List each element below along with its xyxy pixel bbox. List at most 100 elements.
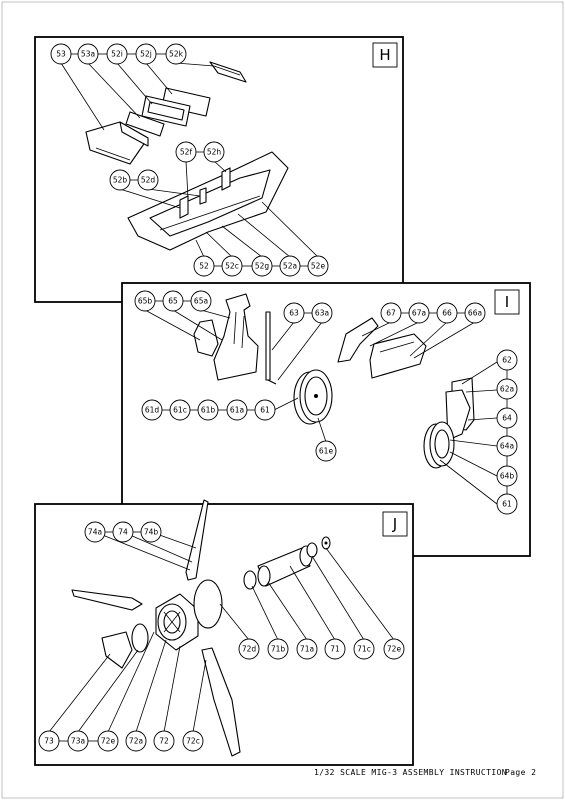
callout-61a: 61a bbox=[226, 399, 248, 421]
panel-j-leaders bbox=[48, 531, 395, 733]
callout-64a: 64a bbox=[496, 435, 518, 457]
callout-72c: 72c bbox=[182, 730, 204, 752]
callout-65: 65 bbox=[162, 290, 184, 312]
callout-53a: 53a bbox=[77, 43, 99, 65]
svg-text:53a: 53a bbox=[81, 50, 95, 59]
svg-text:63a: 63a bbox=[315, 309, 329, 318]
svg-text:52k: 52k bbox=[169, 50, 184, 59]
panel-h-letter: H bbox=[379, 46, 390, 64]
panel-h-callouts: 53 53a 52i 52j 52k 52f 52h 52b 52d 52 52… bbox=[50, 43, 329, 277]
callout-52j: 52j bbox=[135, 43, 157, 65]
footer-page: Page 2 bbox=[505, 768, 536, 777]
callout-74: 74 bbox=[112, 521, 134, 543]
callout-52k: 52k bbox=[165, 43, 187, 65]
callout-64: 64 bbox=[496, 407, 518, 429]
callout-52a: 52a bbox=[279, 255, 301, 277]
svg-text:61c: 61c bbox=[173, 406, 187, 415]
svg-text:61: 61 bbox=[502, 500, 512, 509]
svg-text:52f: 52f bbox=[180, 148, 193, 157]
svg-text:62: 62 bbox=[502, 356, 512, 365]
svg-text:52e: 52e bbox=[311, 262, 326, 271]
callout-73a: 73a bbox=[67, 730, 89, 752]
callout-72a: 72a bbox=[125, 730, 147, 752]
svg-text:52g: 52g bbox=[255, 262, 270, 271]
svg-text:74a: 74a bbox=[88, 528, 102, 537]
svg-text:66: 66 bbox=[442, 309, 452, 318]
svg-text:64a: 64a bbox=[500, 442, 514, 451]
callout-53: 53 bbox=[50, 43, 72, 65]
svg-text:61e: 61e bbox=[319, 447, 334, 456]
svg-text:52i: 52i bbox=[111, 50, 123, 59]
svg-text:72e: 72e bbox=[387, 645, 402, 654]
svg-text:72d: 72d bbox=[242, 645, 257, 654]
callout-63: 63 bbox=[283, 302, 305, 324]
svg-text:63: 63 bbox=[289, 309, 299, 318]
callout-72d: 72d bbox=[238, 638, 260, 660]
callout-72e-right: 72e bbox=[383, 638, 405, 660]
svg-text:64b: 64b bbox=[500, 472, 515, 481]
panel-i-leaders bbox=[144, 309, 498, 505]
svg-text:71b: 71b bbox=[271, 645, 286, 654]
svg-text:74b: 74b bbox=[144, 528, 159, 537]
svg-text:52j: 52j bbox=[140, 50, 152, 59]
svg-text:71a: 71a bbox=[300, 645, 314, 654]
callout-72e: 72e bbox=[97, 730, 119, 752]
svg-text:53: 53 bbox=[56, 50, 66, 59]
panel-j-letter-box bbox=[382, 511, 408, 537]
panel-h-leaders bbox=[60, 62, 319, 258]
callout-65a: 65a bbox=[190, 290, 212, 312]
svg-text:66a: 66a bbox=[468, 309, 482, 318]
callout-52g: 52g bbox=[251, 255, 273, 277]
svg-text:61a: 61a bbox=[230, 406, 244, 415]
svg-text:65b: 65b bbox=[138, 297, 153, 306]
panel-h-parts bbox=[85, 61, 289, 251]
callout-67a: 67a bbox=[408, 302, 430, 324]
svg-text:52d: 52d bbox=[141, 176, 156, 185]
svg-text:52c: 52c bbox=[225, 262, 239, 271]
svg-text:72a: 72a bbox=[129, 737, 143, 746]
wheel-hub-dot bbox=[314, 394, 318, 398]
panel-h-frame bbox=[34, 36, 404, 303]
svg-text:74: 74 bbox=[118, 528, 128, 537]
svg-text:67: 67 bbox=[386, 309, 396, 318]
svg-text:71: 71 bbox=[330, 645, 340, 654]
callout-74a: 74a bbox=[84, 521, 106, 543]
callout-61-right: 61 bbox=[496, 493, 518, 515]
callout-64b: 64b bbox=[496, 465, 518, 487]
callout-61: 61 bbox=[254, 399, 276, 421]
panel-j: J bbox=[34, 499, 414, 766]
callout-66: 66 bbox=[436, 302, 458, 324]
callout-73: 73 bbox=[38, 730, 60, 752]
callout-72: 72 bbox=[153, 730, 175, 752]
callout-52h: 52h bbox=[203, 141, 225, 163]
callout-61e: 61e bbox=[315, 440, 337, 462]
svg-text:73: 73 bbox=[44, 737, 54, 746]
callout-74b: 74b bbox=[140, 521, 162, 543]
svg-text:61: 61 bbox=[260, 406, 270, 415]
panel-j-letter: J bbox=[392, 515, 397, 533]
callout-62: 62 bbox=[496, 349, 518, 371]
svg-text:65a: 65a bbox=[194, 297, 208, 306]
panel-h: H bbox=[34, 36, 404, 303]
callout-62a: 62a bbox=[496, 378, 518, 400]
svg-text:67a: 67a bbox=[412, 309, 426, 318]
footer-title: 1/32 SCALE MIG-3 ASSEMBLY INSTRUCTION bbox=[314, 768, 507, 777]
panel-i-letter-box bbox=[494, 289, 520, 315]
panel-h-letter-box bbox=[372, 42, 398, 68]
callout-52b: 52b bbox=[109, 169, 131, 191]
callout-63a: 63a bbox=[311, 302, 333, 324]
callout-52f: 52f bbox=[175, 141, 197, 163]
panel-i-letter: I bbox=[505, 293, 509, 311]
callout-67: 67 bbox=[380, 302, 402, 324]
svg-text:61b: 61b bbox=[201, 406, 216, 415]
callout-71c: 71c bbox=[353, 638, 375, 660]
svg-text:72c: 72c bbox=[186, 737, 200, 746]
callout-66a: 66a bbox=[464, 302, 486, 324]
svg-text:52a: 52a bbox=[283, 262, 297, 271]
callout-61c: 61c bbox=[169, 399, 191, 421]
callout-71: 71 bbox=[324, 638, 346, 660]
svg-text:52: 52 bbox=[199, 262, 209, 271]
svg-text:52b: 52b bbox=[113, 176, 128, 185]
